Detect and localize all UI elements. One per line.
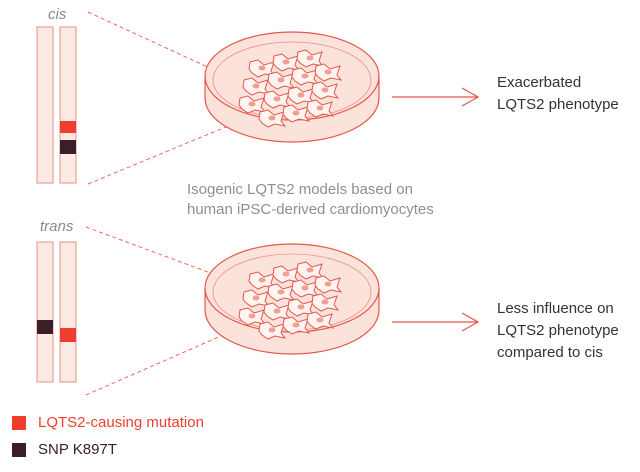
mutation-legend-label: LQTS2-causing mutation: [38, 414, 204, 431]
cis-outcome-line-2: LQTS2 phenotype: [497, 94, 619, 116]
legend-mutation: LQTS2-causing mutation: [12, 414, 204, 431]
middle-caption: Isogenic LQTS2 models based on human iPS…: [187, 180, 434, 220]
trans-outcome-line-1: Less influence on: [497, 298, 619, 320]
cis-outcome-text: Exacerbated LQTS2 phenotype: [497, 72, 619, 116]
middle-caption-line-2: human iPSC-derived cardiomyocytes: [187, 200, 434, 220]
snp-swatch: [12, 443, 26, 457]
trans-outcome-text: Less influence on LQTS2 phenotype compar…: [497, 298, 619, 364]
mutation-swatch: [12, 416, 26, 430]
cis-snp-band: [60, 140, 76, 154]
cis-petri-dish: [205, 32, 379, 142]
legend-snp: SNP K897T: [12, 441, 117, 458]
cis-outcome-arrow: [392, 88, 478, 106]
trans-outcome-line-2: LQTS2 phenotype: [497, 320, 619, 342]
snp-legend-label: SNP K897T: [38, 441, 117, 458]
cis-label: cis: [48, 6, 66, 23]
trans-chromosome-right: [60, 242, 76, 382]
trans-chromosome-left: [37, 242, 53, 382]
trans-outcome-line-3: compared to cis: [497, 342, 619, 364]
trans-label: trans: [40, 218, 73, 235]
cis-mutation-band: [60, 121, 76, 133]
cis-chromosome-right: [60, 27, 76, 183]
trans-petri-dish: [205, 244, 379, 354]
cis-outcome-line-1: Exacerbated: [497, 72, 619, 94]
trans-mutation-band: [60, 328, 76, 342]
cis-chromosome-left: [37, 27, 53, 183]
middle-caption-line-1: Isogenic LQTS2 models based on: [187, 180, 434, 200]
trans-snp-band: [37, 320, 53, 334]
trans-outcome-arrow: [392, 313, 478, 331]
